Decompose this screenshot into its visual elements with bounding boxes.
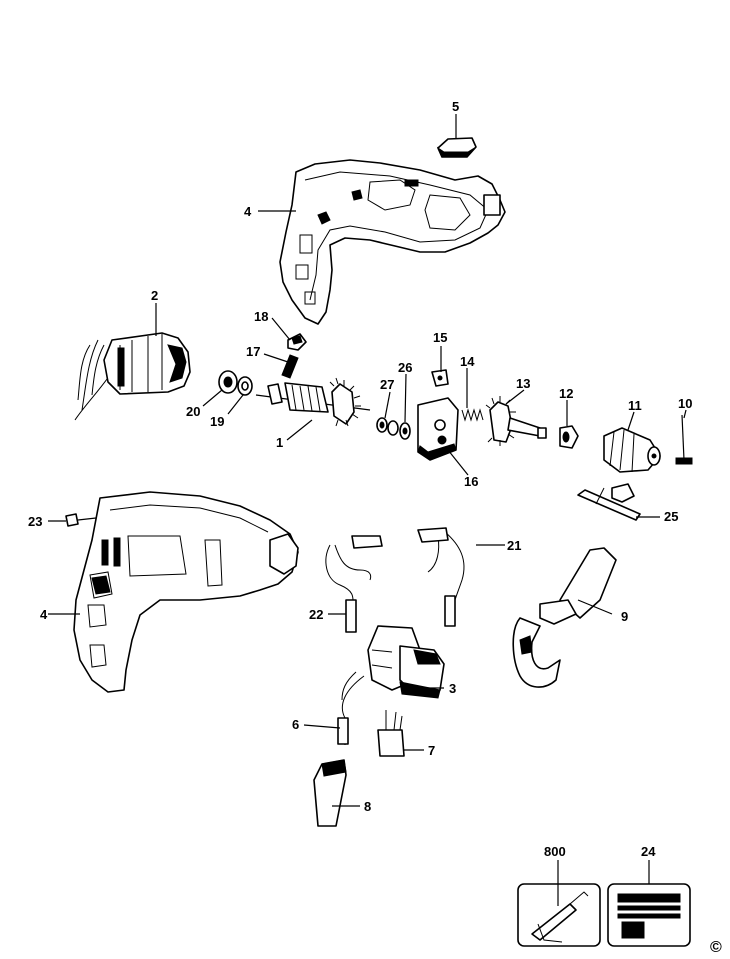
part-6-wire — [337, 671, 365, 745]
callout-6: 6 — [292, 717, 299, 732]
part-18-small-clip — [287, 333, 307, 351]
part-7-connector — [377, 710, 405, 757]
callout-24: 24 — [641, 844, 656, 859]
part-19-washer — [237, 376, 253, 396]
callout-16: 16 — [464, 474, 478, 489]
callout-7: 7 — [428, 743, 435, 758]
callout-17: 17 — [246, 344, 260, 359]
part-4-drill-body — [73, 491, 299, 693]
callout-1: 1 — [276, 435, 283, 450]
part-16-gear-plate — [417, 397, 459, 461]
callout-26: 26 — [398, 360, 412, 375]
callout-2: 2 — [151, 288, 158, 303]
part-17-spring-pin — [281, 354, 299, 379]
part-13-spindle — [485, 396, 547, 446]
part-1-armature — [255, 377, 371, 427]
part-9-side-handle — [512, 547, 617, 688]
callout-19: 19 — [210, 414, 224, 429]
part-12-bushing — [559, 425, 579, 449]
callout-800: 800 — [544, 844, 566, 859]
part-20-bearing — [218, 370, 238, 394]
part-23-screw — [65, 513, 97, 527]
callout-4-top: 4 — [244, 204, 252, 219]
part-8-cord-protector — [313, 759, 347, 827]
part-22-lead-left — [325, 535, 383, 633]
part-800-grease-box — [517, 883, 601, 947]
part-26-washer — [399, 422, 411, 440]
callout-14: 14 — [460, 354, 475, 369]
leader-lines — [48, 114, 687, 906]
part-4-housing-half — [279, 159, 506, 325]
part-25-chuck-key — [577, 483, 641, 521]
part-2-field-stator — [74, 332, 191, 421]
part-24-label-box — [607, 883, 691, 947]
part-10-screw — [675, 414, 693, 465]
part-14-spring — [461, 408, 484, 422]
callout-22: 22 — [309, 607, 323, 622]
callout-11: 11 — [628, 398, 642, 413]
callout-3: 3 — [449, 681, 456, 696]
callout-4-bottom: 4 — [40, 607, 48, 622]
copyright-symbol: © — [710, 939, 722, 956]
callout-12: 12 — [559, 386, 573, 401]
callout-27: 27 — [380, 377, 394, 392]
callout-20: 20 — [186, 404, 200, 419]
callout-15: 15 — [433, 330, 447, 345]
callout-9: 9 — [621, 609, 628, 624]
callout-5: 5 — [452, 99, 459, 114]
part-21-lead-right — [417, 527, 465, 627]
part-15-clip — [431, 369, 449, 387]
part-11-chuck — [603, 427, 661, 473]
callout-23: 23 — [28, 514, 42, 529]
callout-18: 18 — [254, 309, 268, 324]
part-27-washers — [376, 417, 399, 436]
callout-21: 21 — [507, 538, 521, 553]
callout-25: 25 — [664, 509, 678, 524]
callout-8: 8 — [364, 799, 371, 814]
part-3-switch — [367, 625, 445, 699]
callout-10: 10 — [678, 396, 692, 411]
callout-labels: 5 4 2 18 17 15 26 14 27 13 12 11 10 20 1… — [28, 99, 722, 956]
part-5-button-cap — [436, 137, 477, 158]
callout-13: 13 — [516, 376, 530, 391]
